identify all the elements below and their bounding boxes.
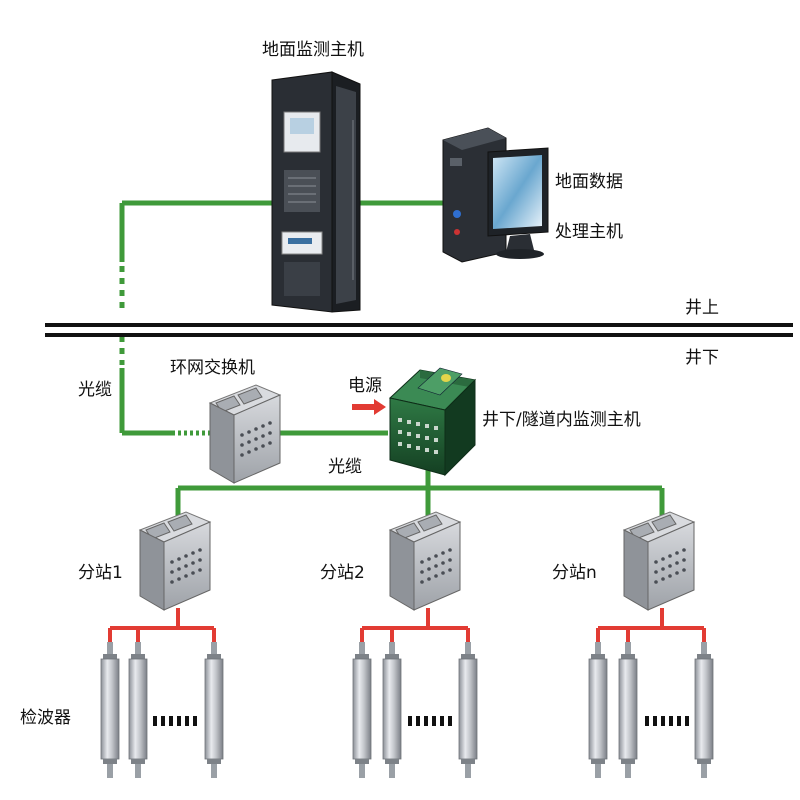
data-host-label-line2: 处理主机 bbox=[555, 222, 623, 242]
fiber-station-bus bbox=[175, 470, 665, 525]
substation-2-box bbox=[389, 511, 461, 611]
below-ground-label: 井下 bbox=[685, 348, 719, 368]
sensor-wiring bbox=[108, 608, 706, 642]
ring-switch-box bbox=[209, 384, 281, 484]
substation-1-box bbox=[139, 511, 211, 611]
substation-1-label: 分站1 bbox=[78, 563, 123, 583]
substation-n-box bbox=[623, 511, 695, 611]
power-arrow bbox=[352, 399, 386, 415]
ground-divider bbox=[45, 323, 793, 337]
fiber-surface-link bbox=[119, 200, 443, 262]
substation-n-label: 分站n bbox=[552, 563, 597, 583]
fiber-label-middle: 光缆 bbox=[328, 457, 362, 477]
above-ground-label: 井上 bbox=[685, 298, 719, 318]
geophones-label: 检波器 bbox=[20, 708, 71, 728]
ellipsis-marks bbox=[645, 716, 689, 726]
data-processing-pc bbox=[442, 127, 549, 263]
ellipsis-marks bbox=[408, 716, 452, 726]
geophone-group-n bbox=[588, 641, 714, 779]
fiber-label-left: 光缆 bbox=[78, 380, 112, 400]
surface-host-cabinet bbox=[271, 71, 361, 313]
fiber-underground-link bbox=[119, 368, 388, 436]
ring-switch-label: 环网交换机 bbox=[170, 358, 255, 378]
substation-2-label: 分站2 bbox=[320, 563, 365, 583]
underground-host-label: 井下/隧道内监测主机 bbox=[482, 410, 641, 430]
surface-host-label: 地面监测主机 bbox=[262, 40, 364, 60]
geophone-group-1 bbox=[100, 641, 224, 779]
power-label: 电源 bbox=[348, 376, 382, 396]
underground-host-box bbox=[388, 367, 477, 477]
geophone-group-2 bbox=[352, 641, 478, 779]
ellipsis-marks bbox=[153, 716, 197, 726]
data-host-label-line1: 地面数据 bbox=[555, 172, 623, 192]
